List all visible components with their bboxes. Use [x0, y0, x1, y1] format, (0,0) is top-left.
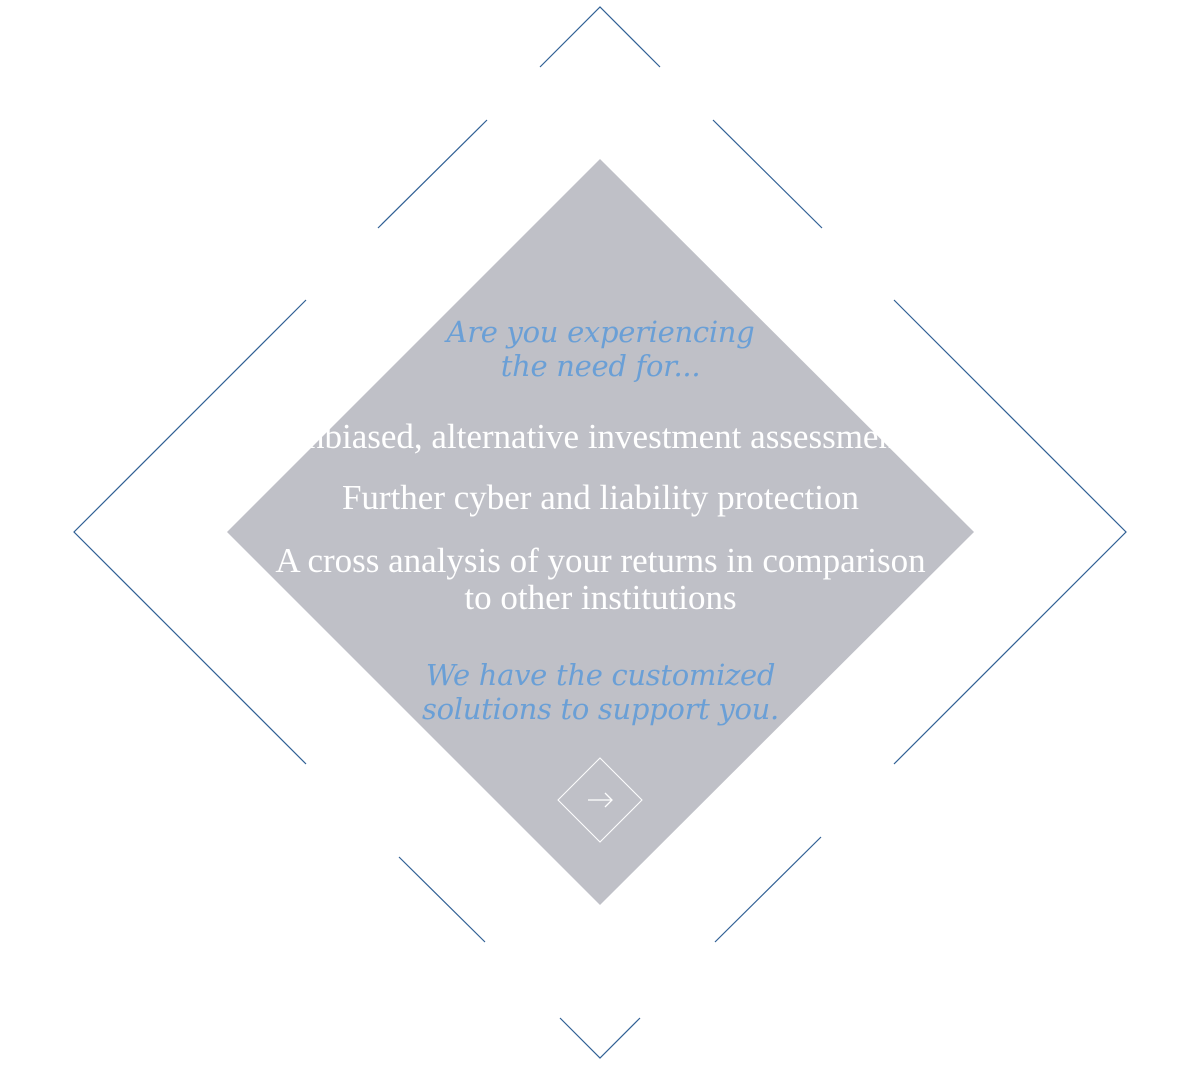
support-line-1: We have the customized: [425, 658, 776, 692]
need-item-cross-analysis-line-2: to other institutions: [464, 578, 737, 617]
frame-left-chevron: [73, 299, 307, 765]
frame-lower-left-segment: [398, 856, 486, 943]
need-item-cyber-protection: Further cyber and liability protection: [341, 478, 860, 517]
need-item-cross-analysis: A cross analysis of your returns in comp…: [0, 542, 1201, 616]
frame-upper-right-segment: [712, 119, 823, 229]
frame-upper-left-segment: [377, 119, 488, 229]
need-item-assessments: Unbiased, alternative investment assessm…: [281, 417, 920, 456]
support-statement: We have the customized solutions to supp…: [0, 658, 1201, 726]
intro-question: Are you experiencing the need for...: [0, 315, 1201, 383]
frame-bottom-peak: [559, 1017, 641, 1059]
frame-right-chevron: [893, 299, 1127, 765]
support-line-2: solutions to support you.: [422, 692, 779, 726]
frame-top-peak: [539, 6, 661, 68]
frame-lower-right-segment: [714, 836, 822, 943]
next-arrow-button[interactable]: [557, 757, 643, 843]
need-item-cross-analysis-line-1: A cross analysis of your returns in comp…: [275, 541, 926, 580]
intro-line-1: Are you experiencing: [446, 315, 755, 349]
arrow-right-icon: [557, 757, 643, 843]
intro-line-2: the need for...: [500, 349, 701, 383]
